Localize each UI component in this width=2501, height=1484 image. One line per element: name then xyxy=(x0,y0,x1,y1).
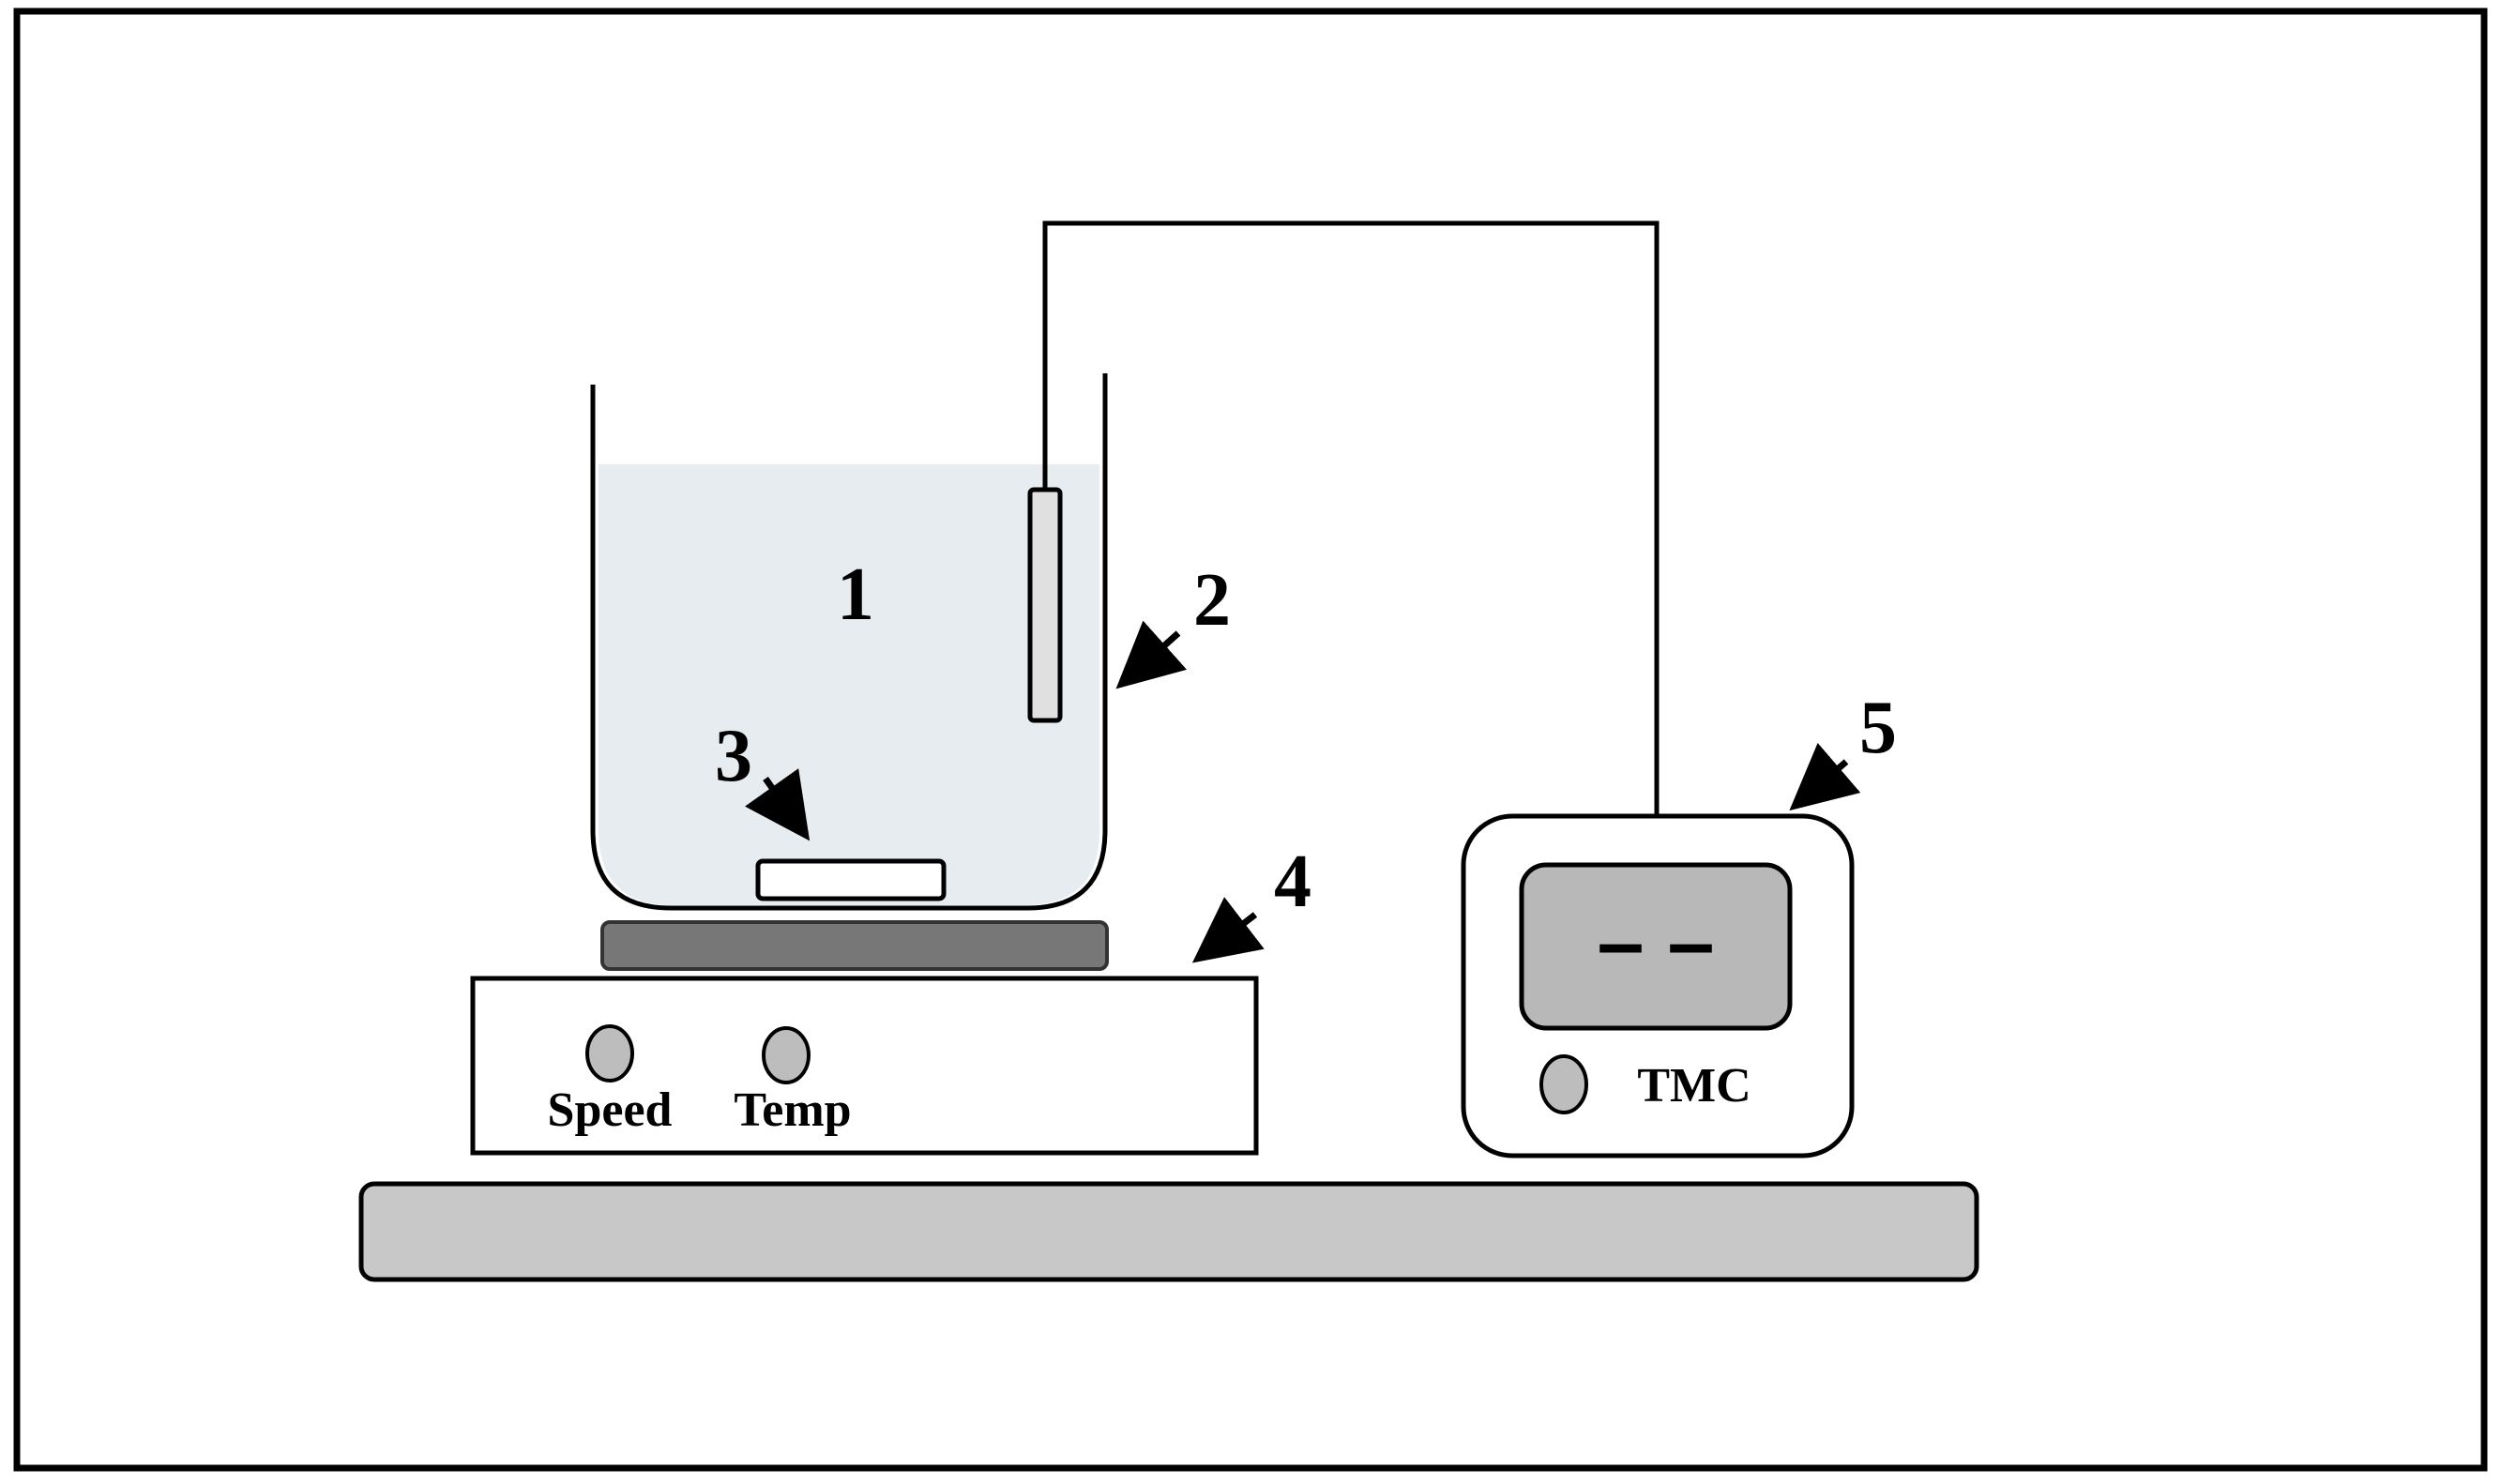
controller-display xyxy=(1519,862,1793,1031)
label-5: 5 xyxy=(1859,687,1897,769)
stir-bar xyxy=(755,858,947,901)
controller-display-readout: – – xyxy=(1597,896,1714,990)
speed-knob-label: Speed xyxy=(548,1083,673,1137)
probe-wire xyxy=(1042,220,1660,816)
beaker xyxy=(590,373,1108,911)
label-1: 1 xyxy=(837,553,874,636)
label-2: 2 xyxy=(1193,559,1231,642)
arrow-5 xyxy=(1789,742,1861,811)
arrow-2 xyxy=(1115,620,1188,689)
label-3: 3 xyxy=(715,715,752,797)
label-4: 4 xyxy=(1274,840,1311,923)
arrow-3 xyxy=(745,768,811,841)
heating-plate xyxy=(600,920,1109,971)
controller-label: TMC xyxy=(1637,1059,1751,1113)
speed-knob[interactable] xyxy=(585,1024,634,1083)
arrow-4 xyxy=(1191,897,1265,963)
bench-base xyxy=(358,1181,1979,1282)
temp-knob[interactable] xyxy=(762,1026,811,1084)
controller-knob[interactable] xyxy=(1539,1054,1588,1114)
temp-knob-label: Temp xyxy=(734,1083,851,1137)
temperature-probe xyxy=(1027,487,1063,723)
beaker-liquid xyxy=(599,464,1099,905)
